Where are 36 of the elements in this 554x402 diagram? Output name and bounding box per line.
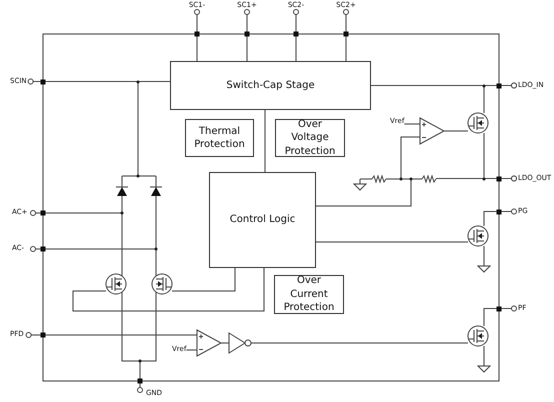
wire [484,306,517,326]
wire [26,332,198,338]
wire [264,110,266,172]
block-label: Switch-Cap Stage [225,78,316,92]
inverter-symbol [228,332,252,354]
wire [194,9,200,62]
block-label: Thermal Protection [193,124,246,152]
wire [220,342,230,344]
mosfet-symbol [468,112,488,134]
wire [172,268,236,292]
wire [250,342,468,344]
wire [72,268,264,312]
control-logic-block [209,172,316,268]
wire [293,9,299,62]
protection-block [274,275,344,314]
switch-cap-block [170,61,371,110]
comparator-symbol [420,117,446,145]
protection-block [275,119,345,157]
mosfet-symbol [468,226,488,246]
comparator-symbol [196,329,222,357]
wire [444,130,468,132]
wire [484,82,517,114]
wire [343,9,349,62]
mosfet-symbol [106,274,126,294]
mosfet-symbol [152,274,172,294]
block-label: Over Current Protection [282,274,336,315]
wire [400,136,420,180]
mosfet-symbol [468,326,488,346]
wire [28,78,170,84]
wire [316,178,412,206]
block-label: Control Logic [228,213,296,227]
wire [436,176,517,182]
block-label: Over Voltage Protection [284,118,336,158]
wire [244,9,250,62]
protection-block [185,119,254,157]
wire [484,208,517,226]
